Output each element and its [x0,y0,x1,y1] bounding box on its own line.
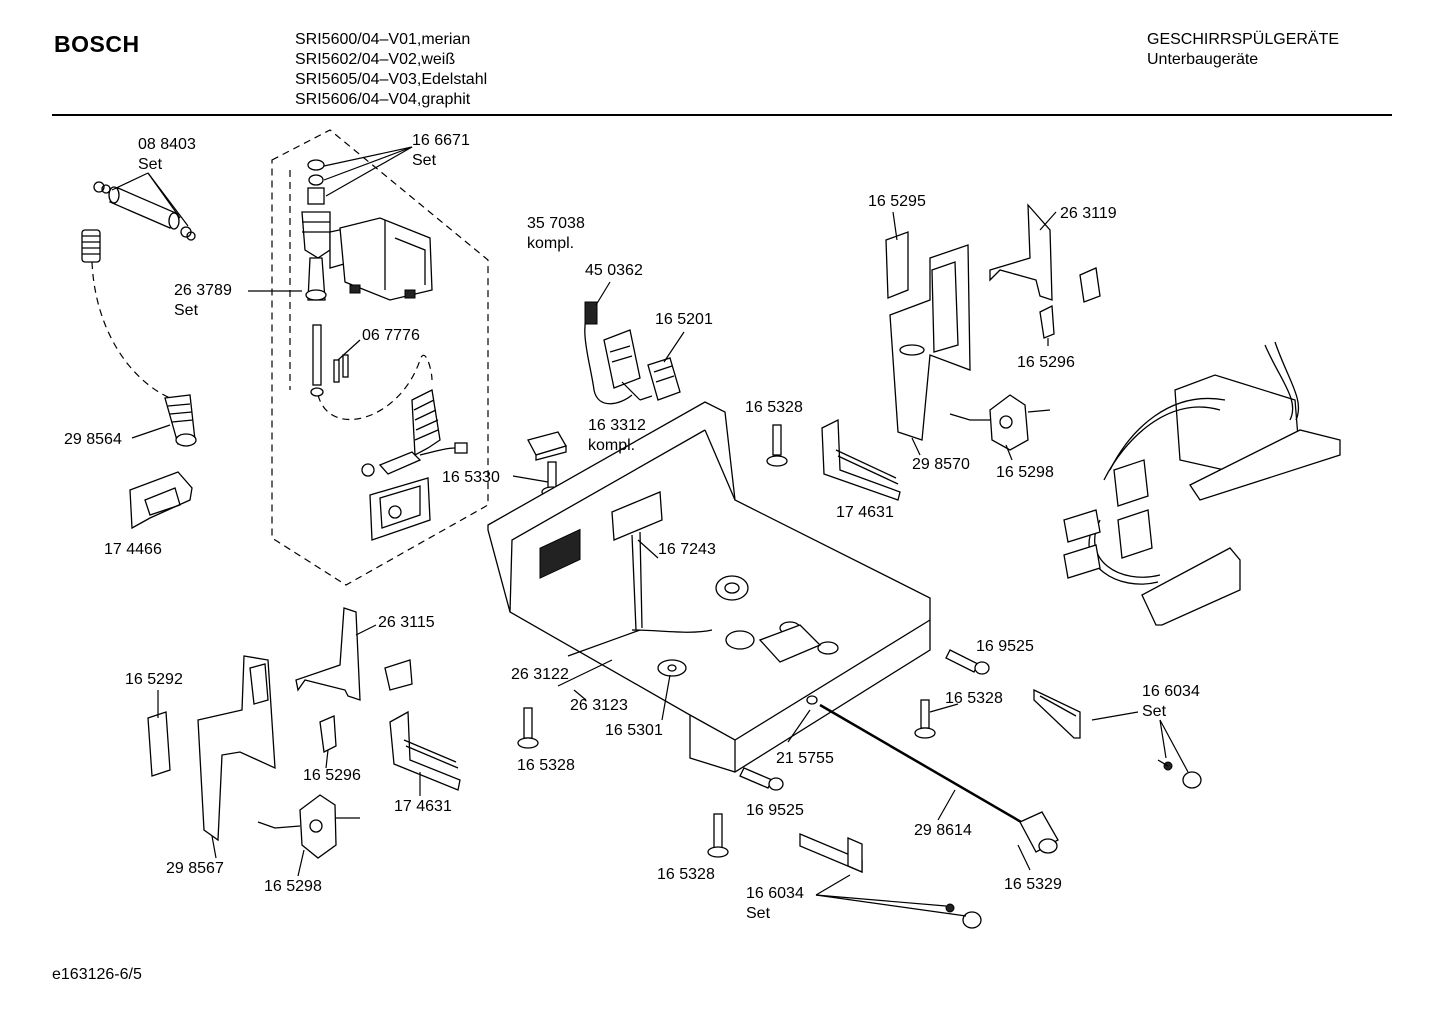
label-165328-d: 16 5328 [657,866,715,883]
clip-part-165296-a [1039,304,1055,339]
category-title: GESCHIRRSPÜLGERÄTE [1147,31,1340,48]
label-165301: 16 5301 [605,722,663,739]
label-165328-a: 16 5328 [745,399,803,416]
label-163312: 16 3312 [588,417,646,434]
label-298567: 29 8567 [166,860,224,877]
assembly-boundary-dashed [271,129,489,586]
spring-bracket-part-174631-a [821,418,901,501]
corrugated-hose [361,389,468,477]
label-174466: 17 4466 [104,541,162,558]
label-067776: 06 7776 [362,327,420,344]
label-357038: 35 7038 [527,215,585,232]
label-166671-set: Set [412,152,437,169]
spring-part [81,229,101,263]
label-166671: 16 6671 [412,132,470,149]
label-357038-kompl: kompl. [527,235,574,252]
hose-part-298564 [164,394,197,447]
label-263789: 26 3789 [174,282,232,299]
plate-part-298567 [197,655,276,842]
label-450362: 45 0362 [585,262,643,279]
bracket-part-166034-b [799,833,982,929]
label-165296-a: 16 5296 [1017,354,1075,371]
label-263122: 26 3122 [511,666,569,683]
bracket-part-263115 [295,607,413,701]
bracket-part-166034-a [1033,688,1202,789]
label-298564: 29 8564 [64,431,122,448]
wire-harness-part [1063,341,1341,626]
label-263115: 26 3115 [378,614,435,631]
label-169525-b: 16 9525 [746,802,804,819]
label-165298-b: 16 5298 [264,878,322,895]
label-165295: 16 5295 [868,193,926,210]
screw-part-165328-e [707,813,729,858]
drawing-code: e163126-6/5 [52,966,142,983]
category-subtitle: Unterbaugeräte [1147,51,1259,68]
label-088403-set: Set [138,156,163,173]
screw-part-165328-d [914,699,936,739]
label-163312-kompl: kompl. [588,437,635,454]
panel-part [369,477,431,541]
clip-part-165296-b [319,715,337,753]
switch-part-165298-a [949,394,1051,451]
model-list: SRI5600/04–V01,merian SRI5602/04–V02,wei… [295,30,487,110]
label-165328-c: 16 5328 [945,690,1003,707]
category-block: GESCHIRRSPÜLGERÄTE Unterbaugeräte [1147,30,1339,70]
bolt-part-169525-a [945,649,990,675]
label-165298-a: 16 5298 [996,464,1054,481]
label-166034-a-set: Set [1142,703,1167,720]
label-166034-b: 16 6034 [746,885,804,902]
label-165330: 16 5330 [442,469,500,486]
label-165296-b: 16 5296 [303,767,361,784]
label-174631-b: 17 4631 [394,798,452,815]
valve-part-263789 [301,159,359,301]
bracket-part-174466 [129,471,193,530]
clip-part-165330 [527,431,567,461]
model-line-3: SRI5605/04–V03,Edelstahl [295,71,488,88]
label-169525-a: 16 9525 [976,638,1034,655]
pin-part-067776 [310,324,349,397]
label-263123: 26 3123 [570,697,628,714]
label-166034-a: 16 6034 [1142,683,1200,700]
label-165329: 16 5329 [1004,876,1062,893]
base-tub-part [487,401,931,773]
label-298614: 29 8614 [914,822,972,839]
brand-logo: BOSCH [54,31,140,57]
knob-part-165329 [1019,811,1059,854]
label-167243: 16 7243 [658,541,716,558]
label-174631-a: 17 4631 [836,504,894,521]
model-line-2: SRI5602/04–V02,weiß [295,51,456,68]
header-rule [52,114,1392,116]
label-298570: 29 8570 [912,456,970,473]
hose-route-dashed [91,261,171,399]
cable-part-450362 [584,301,633,405]
connector-part-165201 [647,357,681,401]
spring-bracket-part-174631-b [389,710,461,791]
rod-part-215755 [819,703,1029,828]
label-088403: 08 8403 [138,136,196,153]
label-166034-b-set: Set [746,905,771,922]
switch-part-165298-b [257,794,360,859]
label-215755: 21 5755 [776,750,834,767]
label-165292: 16 5292 [125,671,183,688]
plate-part-298570 [885,231,971,441]
model-line-4: SRI5606/04–V04,graphit [295,91,471,108]
model-line-1: SRI5600/04–V01,merian [295,31,471,48]
label-263789-set: Set [174,302,199,319]
label-165328-b: 16 5328 [517,757,575,774]
label-263119: 26 3119 [1060,205,1117,222]
housing-part-357038 [339,217,433,301]
screw-part-165328-b [766,424,788,467]
connector-part-163312 [603,329,641,389]
label-165201: 16 5201 [655,311,713,328]
clip-part-165292 [147,711,171,777]
bolt-part-169525-b [739,767,784,791]
tube-part-088403 [93,181,196,241]
cable-route-dashed [317,354,433,421]
screw-part-165328-c [517,707,539,749]
bracket-part-263119 [989,203,1101,303]
